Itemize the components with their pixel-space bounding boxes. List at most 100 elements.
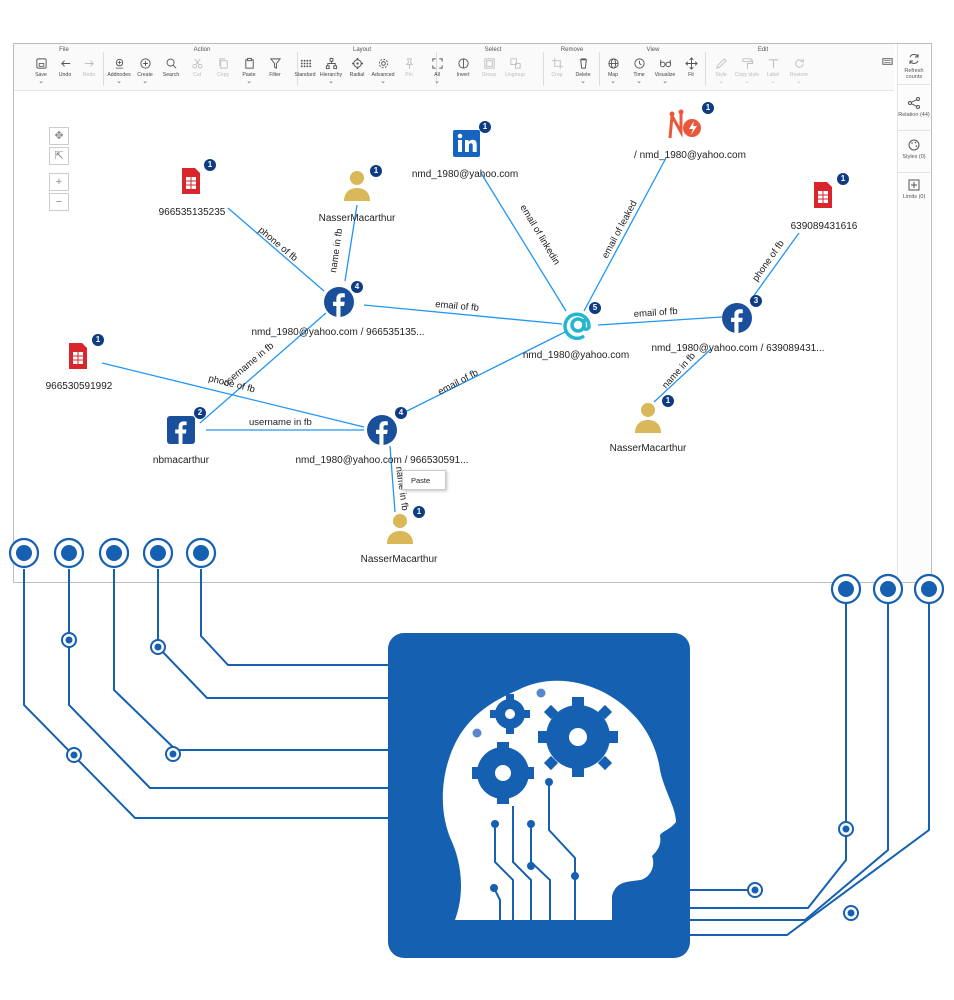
- standard-layout-button[interactable]: Standard: [292, 56, 318, 88]
- sim-card-node[interactable]: [812, 180, 834, 215]
- graph-canvas[interactable]: phone of fb name in fb email of fb email…: [14, 91, 896, 579]
- ungroup-button[interactable]: Ungroup: [502, 56, 528, 88]
- edge-name-in-fb[interactable]: [389, 445, 396, 513]
- paint-roller-icon: [734, 57, 760, 71]
- circuit-via: [165, 746, 181, 762]
- hierarchy-layout-button[interactable]: Hierarchy⌄: [318, 56, 344, 88]
- person-node[interactable]: [343, 169, 371, 206]
- email-node[interactable]: [562, 309, 594, 346]
- fit-label: Fit: [688, 72, 694, 78]
- edit-group: Edit Style⌄ Copy style⌄ Label⌄ Restore⌄: [708, 44, 818, 90]
- styles-panel-button[interactable]: Styles (0): [898, 138, 930, 160]
- edge-email-of-linkedin[interactable]: [480, 172, 567, 312]
- search-button[interactable]: Search: [158, 56, 184, 88]
- facebook-node[interactable]: [722, 303, 752, 338]
- circuit-node-core: [921, 581, 937, 597]
- copy-button[interactable]: Copy: [210, 56, 236, 88]
- delete-label: Delete: [575, 72, 591, 78]
- group-button[interactable]: Group: [476, 56, 502, 88]
- facebook-node[interactable]: [367, 415, 397, 450]
- head-profile-icon: [442, 680, 676, 920]
- visualize-button[interactable]: Visualize⌄: [652, 56, 678, 88]
- edge-label-email-of-leaked: email of leaked: [600, 199, 640, 261]
- relation-panel-button[interactable]: Relation (44): [898, 96, 930, 118]
- node-label: 966535135235: [158, 207, 226, 218]
- redo-button[interactable]: Redo: [76, 56, 102, 88]
- invert-label: Invert: [456, 72, 470, 78]
- advanced-layout-button[interactable]: Advanced⌄: [370, 56, 396, 88]
- limits-panel-button[interactable]: Limits (0): [898, 178, 930, 200]
- relation-icon: [908, 97, 920, 109]
- paste-menu-item[interactable]: Paste: [411, 476, 431, 485]
- ungroup-icon: [502, 57, 528, 71]
- person-node[interactable]: [386, 512, 414, 549]
- select-group: Select All⌄ Invert Group Ungroup: [424, 44, 542, 90]
- fit-button[interactable]: Fit: [678, 56, 704, 88]
- undo-button[interactable]: Undo: [52, 56, 78, 88]
- gears-icon: [472, 688, 618, 804]
- node-label: nmd_1980@yahoo.com / 639089431...: [651, 343, 825, 354]
- toolbar-divider: [297, 52, 298, 86]
- crop-button[interactable]: Crop: [544, 56, 570, 88]
- edge-email-of-leaked[interactable]: [583, 157, 667, 312]
- count-badge: 1: [479, 121, 491, 133]
- visualize-label: Visualize: [654, 72, 676, 78]
- facebook-node[interactable]: [324, 287, 354, 322]
- leak-node[interactable]: [668, 108, 704, 147]
- edge-label-email-of-linkedin: email of linkedin: [517, 203, 562, 267]
- canvas-controls: ✥ ⇱ + −: [49, 127, 69, 213]
- cut-button[interactable]: Cut: [184, 56, 210, 88]
- copy-style-button[interactable]: Copy style⌄: [734, 56, 760, 88]
- select-all-button[interactable]: All⌄: [424, 56, 450, 88]
- create-button[interactable]: Create⌄: [132, 56, 158, 88]
- sim-card-node[interactable]: [67, 341, 89, 376]
- leak-icon: [668, 109, 701, 139]
- edge-email-of-fb[interactable]: [363, 304, 563, 325]
- edge-phone-of-fb[interactable]: [227, 207, 325, 292]
- edge-email-of-fb[interactable]: [396, 330, 568, 417]
- restore-label: Restore: [789, 72, 809, 78]
- linkedin-node[interactable]: [453, 130, 480, 162]
- delete-button[interactable]: Delete⌄: [570, 56, 596, 88]
- edge-phone-of-fb[interactable]: [749, 232, 800, 302]
- paste-button[interactable]: Paste⌄: [236, 56, 262, 88]
- move-arrows-icon: [678, 57, 704, 71]
- pin-button[interactable]: Pin: [396, 56, 422, 88]
- clipboard-icon: [236, 57, 262, 71]
- time-button[interactable]: Time⌄: [626, 56, 652, 88]
- remove-group-title: Remove: [560, 47, 584, 53]
- sim-card-node[interactable]: [180, 166, 202, 201]
- edge-name-in-fb[interactable]: [653, 348, 712, 403]
- facebook-icon: [324, 287, 354, 317]
- add-nodes-icon: [106, 57, 132, 71]
- restore-button[interactable]: Restore⌄: [786, 56, 812, 88]
- keyboard-icon: [874, 55, 900, 69]
- edge-name-in-fb[interactable]: [344, 204, 358, 282]
- zoom-out-button[interactable]: −: [49, 193, 69, 211]
- select-tool-button[interactable]: ⇱: [49, 147, 69, 165]
- map-button[interactable]: Map⌄: [600, 56, 626, 88]
- refresh-counts-button[interactable]: Refresh counts: [898, 52, 930, 80]
- edge-username-in-fb[interactable]: [199, 312, 327, 424]
- person-node[interactable]: [634, 401, 662, 438]
- filter-button[interactable]: Filter: [262, 56, 288, 88]
- radial-layout-button[interactable]: Radial: [344, 56, 370, 88]
- pointer-icon: ⇱: [54, 150, 64, 162]
- count-badge: 1: [413, 506, 425, 518]
- crop-label: Crop: [551, 72, 563, 78]
- save-button[interactable]: Save⌄: [28, 56, 54, 88]
- addnodes-button[interactable]: Addnodes⌄: [106, 56, 132, 88]
- pencil-icon: [708, 57, 734, 71]
- keyboard-button[interactable]: [874, 54, 900, 86]
- invert-button[interactable]: Invert: [450, 56, 476, 88]
- radial-icon: [344, 57, 370, 71]
- count-badge: 4: [351, 281, 363, 293]
- label-button[interactable]: Label⌄: [760, 56, 786, 88]
- zoom-in-button[interactable]: +: [49, 173, 69, 191]
- facebook-username-node[interactable]: [167, 416, 195, 449]
- pan-tool-button[interactable]: ✥: [49, 127, 69, 145]
- style-button[interactable]: Style⌄: [708, 56, 734, 88]
- at-sign-icon: [563, 312, 591, 340]
- edge-phone-of-fb[interactable]: [101, 362, 365, 428]
- edge-email-of-fb[interactable]: [597, 316, 723, 326]
